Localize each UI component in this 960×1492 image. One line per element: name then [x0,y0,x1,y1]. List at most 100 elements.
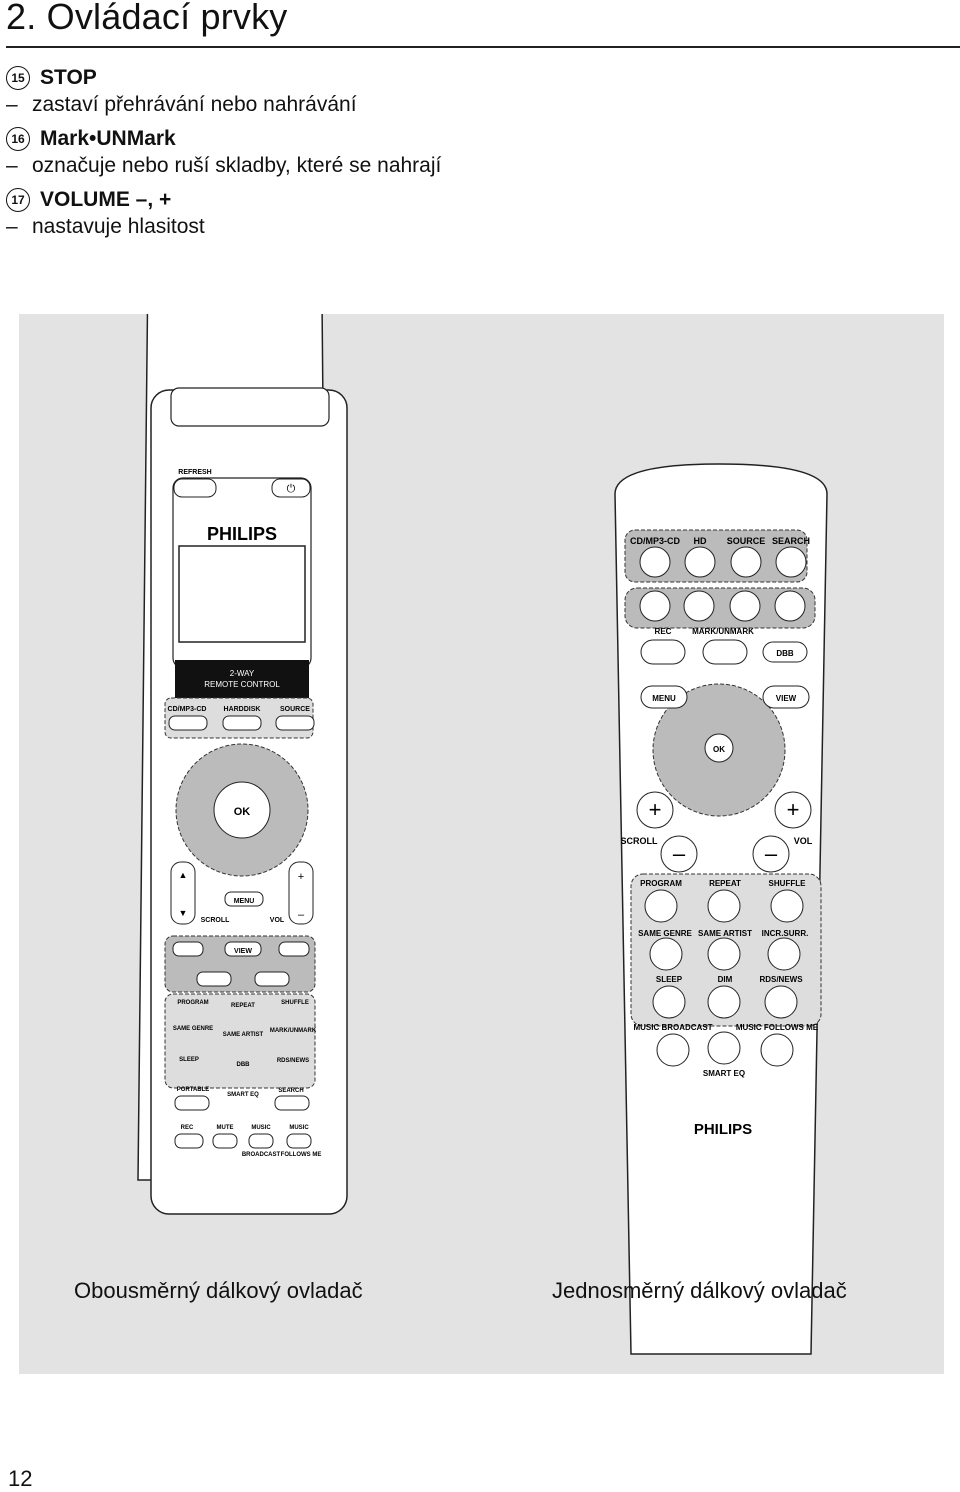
remote-illustration: PHILIPS 2-WAY REMOTE CONTROL REFRESH ⏻ C… [137,69,828,1355]
remote1-prev-button[interactable] [639,590,671,622]
key-9[interactable] [764,985,798,1019]
control-16-desc: –označuje nebo ruší skladby, které se na… [6,154,442,177]
key-1[interactable] [644,889,678,923]
svg-text:HD: HD [694,536,707,546]
remote1-source-button[interactable] [730,546,762,578]
key-0[interactable] [707,1031,741,1065]
music-follows-button[interactable] [286,1133,312,1149]
svg-text:PORTABLE: PORTABLE [177,1087,210,1093]
control-15-desc: –zastaví přehrávání nebo nahrávání [6,93,357,116]
rec-button[interactable] [174,1133,204,1149]
key-6[interactable] [767,937,801,971]
svg-text:SCROLL: SCROLL [201,917,231,924]
remote2-label-strip [175,660,309,700]
play-pause-button[interactable] [254,971,290,987]
svg-text:SHUFFLE: SHUFFLE [281,1000,309,1006]
svg-text:SAME ARTIST: SAME ARTIST [698,929,752,938]
view-button[interactable] [224,941,262,957]
menu-button[interactable] [224,891,264,907]
harddisk-button[interactable] [222,715,262,731]
music-broadcast-button[interactable] [248,1133,274,1149]
remote1-search-button[interactable] [775,546,807,578]
cd-button[interactable] [168,715,208,731]
svg-text:PROGRAM: PROGRAM [640,879,682,888]
portable-button[interactable] [174,1095,210,1111]
vol-minus-button[interactable] [752,835,790,873]
svg-text:REPEAT: REPEAT [231,1003,255,1009]
key-2[interactable] [707,889,741,923]
next-button[interactable] [278,941,310,957]
svg-text:REMOTE CONTROL: REMOTE CONTROL [204,680,280,689]
svg-text:OK: OK [713,745,725,754]
remote1-rec-button[interactable] [640,639,686,665]
svg-text:SOURCE: SOURCE [727,536,766,546]
svg-text:MUSIC: MUSIC [251,1125,271,1131]
remote1-mark-button[interactable] [702,639,748,665]
svg-text:SOURCE: SOURCE [280,706,310,713]
svg-text:REPEAT: REPEAT [709,879,741,888]
mute-button[interactable] [212,1133,238,1149]
svg-text:MENU: MENU [652,694,676,703]
svg-text:MENU: MENU [234,898,255,905]
title-rule [6,46,960,48]
music-follows-button[interactable] [760,1033,794,1067]
svg-text:INCR.SURR.: INCR.SURR. [762,929,809,938]
svg-text:REC: REC [655,627,672,636]
remote1-cd-button[interactable] [639,546,671,578]
remote1-menu-button[interactable] [640,685,688,709]
svg-text:–: – [298,909,305,921]
two-way-caption: Obousměrný dálkový ovladač [74,1278,363,1303]
remote1-play-button[interactable] [683,590,715,622]
scroll-plus-button[interactable] [636,791,674,829]
page-number: 12 [8,1466,33,1491]
vol-plus-button[interactable] [774,791,812,829]
remote1-brand: PHILIPS [694,1121,752,1138]
remote1-next-button[interactable] [729,590,761,622]
svg-text:FOLLOWS ME: FOLLOWS ME [281,1152,322,1158]
svg-text:SHUFFLE: SHUFFLE [769,879,807,888]
refresh-button[interactable] [173,478,217,498]
svg-text:MARK/UNMARK: MARK/UNMARK [270,1028,317,1034]
remote2-top-window [170,387,330,427]
svg-text:SLEEP: SLEEP [656,975,683,984]
key-4[interactable] [649,937,683,971]
svg-text:SEARCH: SEARCH [772,536,810,546]
svg-text:SMART EQ: SMART EQ [703,1069,745,1078]
svg-text:REFRESH: REFRESH [178,469,211,476]
svg-text:SEARCH: SEARCH [278,1088,303,1094]
svg-text:+: + [787,797,800,822]
music-broadcast-button[interactable] [656,1033,690,1067]
scroll-rocker[interactable] [170,861,196,925]
key-5[interactable] [707,937,741,971]
page-title: 2. Ovládací prvky [6,0,288,37]
svg-text:SCROLL: SCROLL [621,836,659,846]
remote1-dbb-button[interactable] [762,641,808,663]
stop-button[interactable] [196,971,232,987]
one-way-caption: Jednosměrný dálkový ovladač [552,1278,847,1303]
svg-text:SAME ARTIST: SAME ARTIST [223,1032,264,1038]
key-8[interactable] [707,985,741,1019]
svg-text:+: + [298,871,304,883]
svg-text:CD/MP3-CD: CD/MP3-CD [630,536,681,546]
search-button[interactable] [274,1095,310,1111]
scroll-minus-button[interactable] [660,835,698,873]
remote1-ok-button[interactable] [704,733,734,763]
power-button[interactable] [271,478,311,498]
remote2-keypad [164,993,316,1089]
key-7[interactable] [652,985,686,1019]
vol-rocker[interactable] [288,861,314,925]
svg-text:REC: REC [181,1125,194,1131]
svg-text:VIEW: VIEW [776,694,797,703]
remote1-stop-button[interactable] [774,590,806,622]
remote1-view-button[interactable] [762,685,810,709]
prev-button[interactable] [172,941,204,957]
key-3[interactable] [770,889,804,923]
remote2-ok-button[interactable] [213,781,271,839]
svg-text:RDS/NEWS: RDS/NEWS [759,975,803,984]
remote1-hd-button[interactable] [684,546,716,578]
source-button[interactable] [275,715,315,731]
svg-text:RDS/NEWS: RDS/NEWS [277,1058,309,1064]
svg-text:MUSIC FOLLOWS ME: MUSIC FOLLOWS ME [736,1023,819,1032]
svg-text:SLEEP: SLEEP [179,1057,199,1063]
